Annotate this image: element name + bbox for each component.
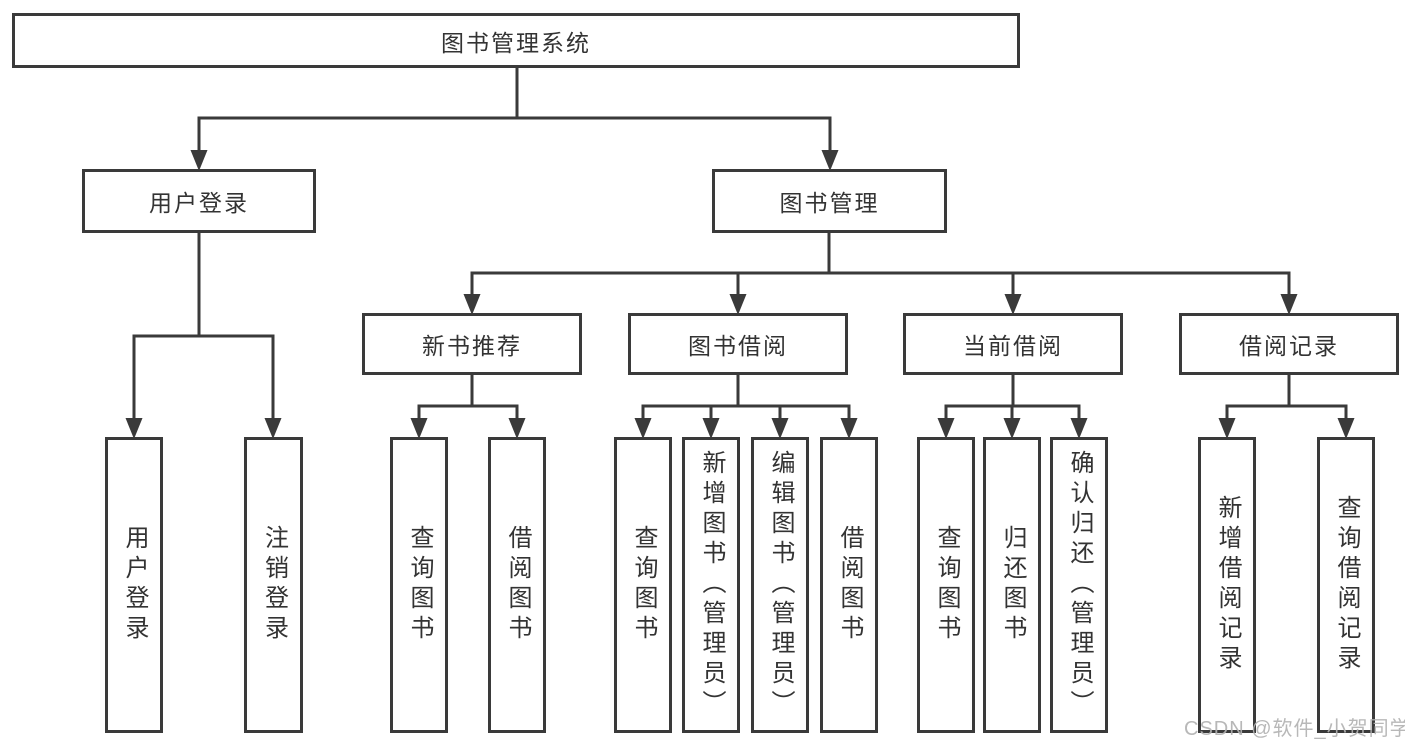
leaf-label: 注销登录 <box>260 525 288 645</box>
leaf-query-borrow-record: 查询借阅记录 <box>1317 437 1375 733</box>
leaf-edit-books-admin: 编辑图书（管理员） <box>751 437 809 733</box>
leaf-add-books-admin: 新增图书（管理员） <box>682 437 740 733</box>
leaf-label: 编辑图书（管理员） <box>767 450 794 720</box>
node-label: 新书推荐 <box>422 333 522 359</box>
leaf-label: 借阅图书 <box>836 525 863 645</box>
node-current-borrow: 当前借阅 <box>903 313 1123 375</box>
node-new-book-recommend: 新书推荐 <box>362 313 582 375</box>
leaf-confirm-return-admin: 确认归还（管理员） <box>1050 437 1108 733</box>
leaf-label: 查询图书 <box>933 525 960 645</box>
leaf-user-login: 用户登录 <box>105 437 163 733</box>
node-library-management-system: 图书管理系统 <box>12 13 1020 68</box>
node-book-management: 图书管理 <box>712 169 947 233</box>
node-label: 用户登录 <box>149 190 249 216</box>
node-label: 图书管理 <box>779 190 880 216</box>
node-label: 图书管理系统 <box>441 29 591 56</box>
leaf-add-borrow-record: 新增借阅记录 <box>1198 437 1256 733</box>
leaf-query-books-recommend: 查询图书 <box>390 437 448 733</box>
leaf-label: 查询图书 <box>406 525 433 645</box>
node-label: 图书借阅 <box>688 333 788 359</box>
leaf-label: 确认归还（管理员） <box>1066 450 1093 720</box>
node-user-login: 用户登录 <box>82 169 316 233</box>
leaf-label: 新增图书（管理员） <box>698 450 725 720</box>
node-book-borrow: 图书借阅 <box>628 313 848 375</box>
node-label: 借阅记录 <box>1239 333 1339 359</box>
node-label: 当前借阅 <box>963 333 1063 359</box>
leaf-query-books-borrow: 查询图书 <box>614 437 672 733</box>
csdn-watermark: CSDN @软件_小贺同学 <box>1184 718 1405 740</box>
leaf-label: 新增借阅记录 <box>1214 495 1241 675</box>
leaf-label: 用户登录 <box>121 525 148 645</box>
leaf-label: 查询图书 <box>630 525 657 645</box>
leaf-borrow-books-recommend: 借阅图书 <box>488 437 546 733</box>
leaf-label: 借阅图书 <box>504 525 531 645</box>
leaf-borrow-books: 借阅图书 <box>820 437 878 733</box>
leaf-label: 归还图书 <box>999 525 1026 645</box>
arrowhead-icons <box>125 150 1355 439</box>
leaf-label: 查询借阅记录 <box>1333 495 1360 675</box>
node-borrow-records: 借阅记录 <box>1179 313 1399 375</box>
leaf-return-books: 归还图书 <box>983 437 1041 733</box>
leaf-query-books-current: 查询图书 <box>917 437 975 733</box>
leaf-logout: 注销登录 <box>244 437 303 733</box>
